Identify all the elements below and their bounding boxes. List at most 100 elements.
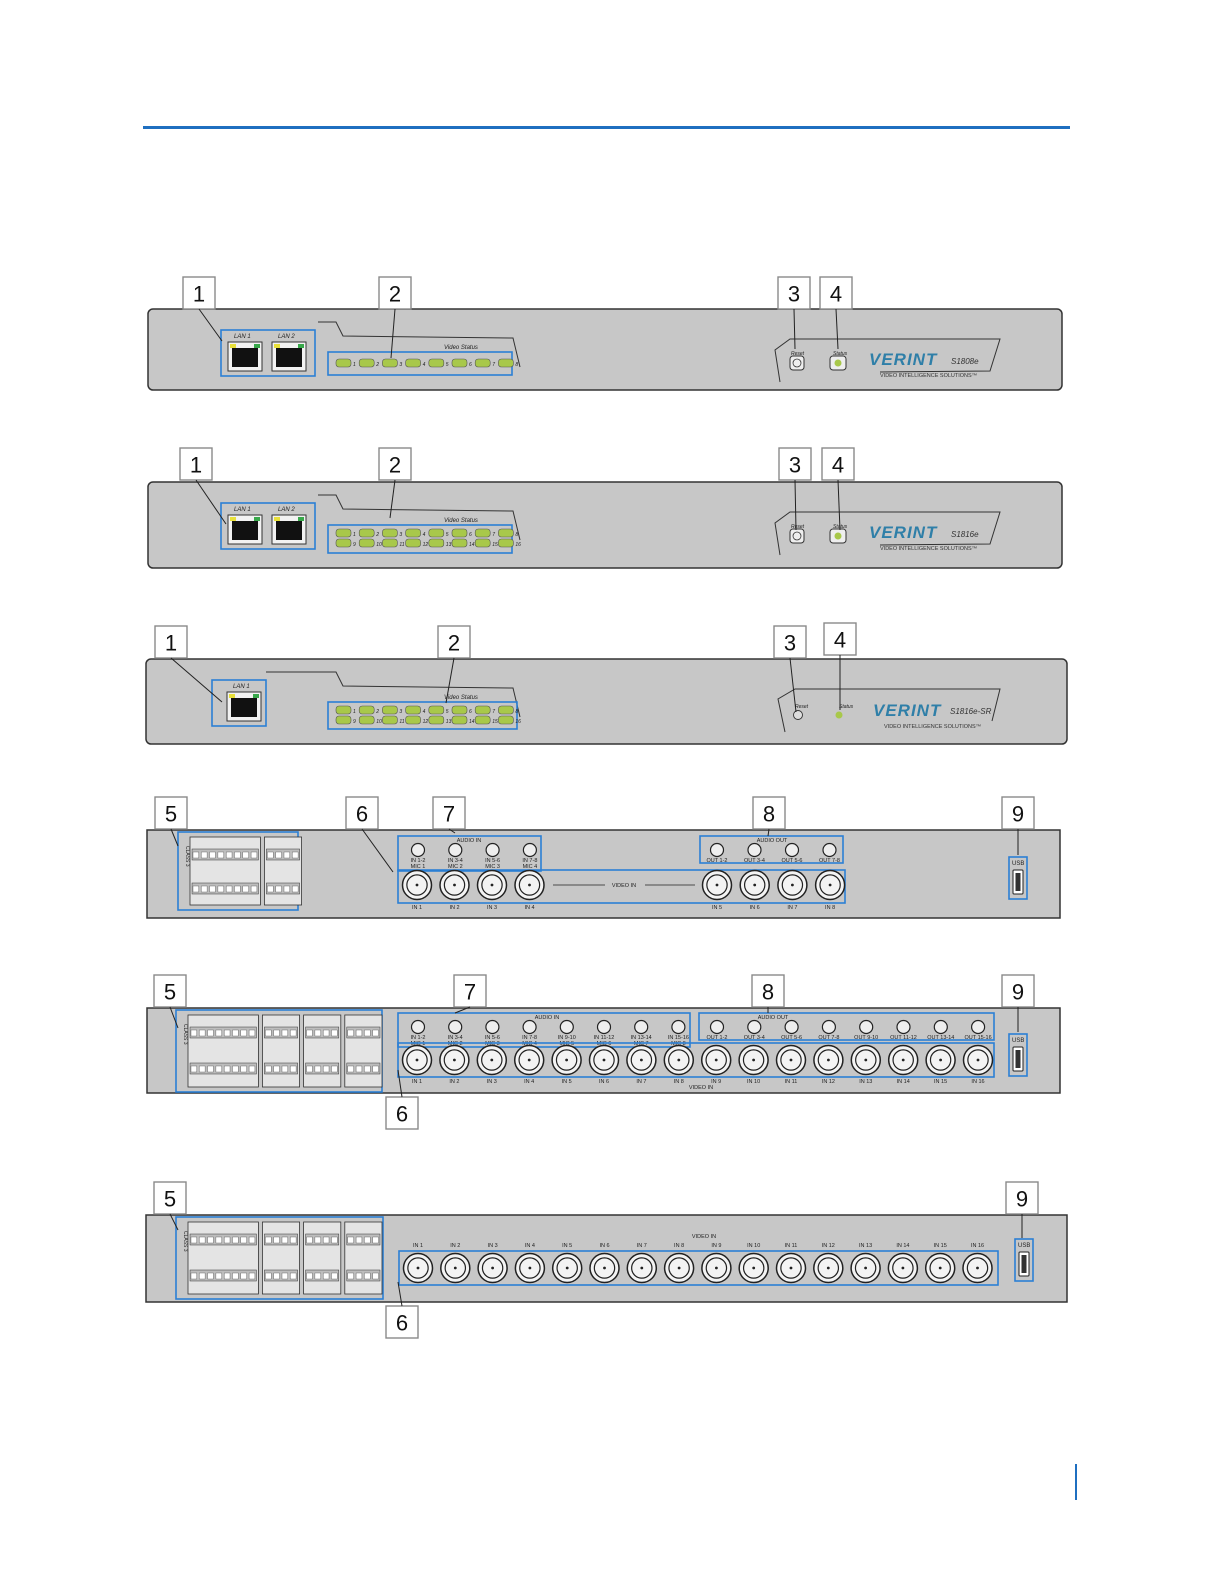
bnc-pin (789, 1058, 793, 1062)
video-status-highlight (327, 701, 518, 730)
terminal-strip (191, 848, 259, 861)
callout-box (1001, 974, 1035, 1008)
model-name: S1808e (951, 357, 979, 366)
lan-highlight (220, 502, 316, 550)
video-status-led (498, 538, 514, 548)
audio-jack (747, 1019, 762, 1035)
terminal-strip (266, 848, 300, 861)
video-in-channel: IN 8 (825, 905, 835, 911)
bnc-pin (677, 1058, 681, 1062)
video-in-channel: IN 2 (450, 1243, 460, 1249)
video-status-led (498, 358, 514, 368)
video-status-led (498, 705, 514, 715)
video-in-label: VIDEO IN (692, 1234, 716, 1240)
audio-jack (970, 1019, 986, 1035)
rj45-socket (276, 348, 302, 367)
terminal-strip (264, 1026, 298, 1039)
rj45-socket (231, 698, 257, 717)
callout-box (821, 447, 855, 481)
led-number: 8 (515, 709, 518, 715)
terminal-screw (248, 1272, 256, 1280)
video-in-channel: IN 1 (413, 1243, 423, 1249)
callout-leader (767, 828, 770, 837)
callout-9: 9 (1005, 1181, 1039, 1215)
bnc-ring (966, 1257, 989, 1279)
terminal-screw (232, 1065, 239, 1073)
terminal-screw (347, 1029, 354, 1037)
terminal-screw (306, 1029, 313, 1037)
callout-6: 6 (385, 1305, 419, 1339)
audio-in-channel: IN 5-6 (485, 858, 500, 864)
bnc-ring (705, 1049, 727, 1071)
lan-highlight (211, 679, 267, 727)
terminal-screw (207, 1065, 214, 1073)
usb-highlight (1008, 1033, 1028, 1077)
callout-number: 4 (834, 628, 846, 653)
bezel-line-right (777, 688, 1001, 733)
callout-leader (794, 479, 797, 531)
bnc-ring (481, 1049, 503, 1071)
bnc-ring (406, 1049, 428, 1071)
callout-box (179, 447, 213, 481)
terminal-screw (290, 1065, 297, 1073)
mic-channel: MIC 6 (597, 1041, 612, 1047)
terminal-screw (199, 1029, 206, 1037)
terminal-screw (223, 1029, 231, 1037)
terminal-screw (372, 1029, 379, 1037)
callout-number: 7 (464, 980, 476, 1005)
terminal-screw (234, 885, 241, 893)
video-in-channel: IN 1 (412, 905, 422, 911)
video-in-channel: IN 15 (934, 1243, 947, 1249)
terminal-block (261, 1221, 300, 1295)
link-led-icon (274, 517, 280, 521)
bnc-ring (967, 1049, 989, 1071)
audio-in-channel: IN 9-10 (558, 1035, 576, 1041)
audio-jack (596, 1019, 612, 1035)
audio-in-channel: IN 3-4 (448, 1035, 463, 1041)
audio-jack (933, 1019, 948, 1035)
video-status-led (451, 528, 468, 538)
video-status-led (474, 538, 491, 548)
callout-leader (390, 308, 396, 359)
bnc-ring (481, 1257, 504, 1279)
callout-number: 5 (164, 1187, 176, 1212)
bnc-pin (565, 1058, 568, 1062)
audio-jack (559, 1019, 574, 1035)
terminal-screw (201, 885, 208, 893)
bnc-ring (668, 1257, 690, 1279)
bnc-ring (817, 1257, 840, 1279)
audio-out-channel: OUT 3-4 (744, 1035, 765, 1041)
mic-channel: MIC 3 (485, 864, 500, 870)
terminal-screw (273, 1272, 280, 1280)
bnc-pin (715, 883, 719, 887)
reset-label: Reset (791, 524, 805, 530)
terminal-screw (331, 1272, 338, 1280)
callout-box (1005, 1181, 1039, 1215)
audio-out-channel: OUT 15-16 (965, 1035, 992, 1041)
terminal-screw (209, 851, 216, 859)
callout-1: 1 (179, 447, 213, 481)
bnc-pin (415, 1058, 419, 1062)
callout-number: 6 (396, 1311, 408, 1336)
callout-2: 2 (437, 625, 471, 659)
terminal-screw (265, 1272, 272, 1280)
video-status-led (474, 528, 491, 538)
front-panel-chassis (147, 481, 1063, 569)
callout-2: 2 (378, 276, 412, 310)
bnc-ring (481, 874, 503, 896)
video-in-channel: IN 3 (487, 1079, 497, 1085)
video-status-led (428, 358, 445, 368)
bnc-pin (453, 1058, 456, 1062)
terminal-screw (199, 1236, 206, 1244)
audio-jack (485, 842, 500, 858)
mic-channel: MIC 4 (523, 864, 538, 870)
terminal-screw (364, 1029, 371, 1037)
terminal-screw (223, 1236, 231, 1244)
terminal-screw (207, 1272, 214, 1280)
video-in-label: VIDEO IN (689, 1085, 713, 1091)
led-number: 1 (353, 532, 356, 538)
reset-label: Reset (791, 351, 805, 357)
bnc-ring (406, 874, 428, 896)
led-number: 5 (446, 362, 449, 368)
